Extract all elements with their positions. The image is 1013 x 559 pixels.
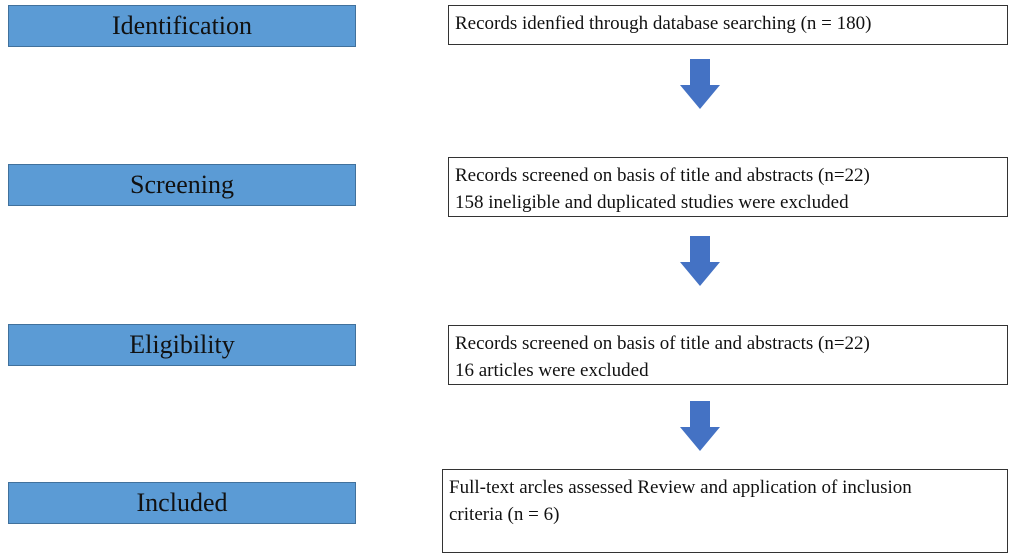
- box-text-line: Records idenfied through database search…: [455, 13, 872, 34]
- box-screening: Records screened on basis of title and a…: [448, 157, 1008, 217]
- stage-eligibility: Eligibility: [8, 324, 356, 366]
- stage-label: Included: [136, 488, 228, 517]
- box-included: Full-text arcles assessed Review and app…: [442, 469, 1008, 553]
- box-text-line: Records screened on basis of title and a…: [455, 165, 870, 186]
- stage-included: Included: [8, 482, 356, 524]
- stage-label: Identification: [111, 11, 253, 40]
- box-text-line: criteria (n = 6): [449, 504, 560, 525]
- down-arrow-icon: [680, 401, 720, 451]
- stage-identification: Identification: [8, 5, 356, 47]
- box-text-line: Records screened on basis of title and a…: [455, 333, 870, 354]
- box-identification: Records idenfied through database search…: [448, 5, 1008, 45]
- stage-label: Screening: [130, 170, 234, 199]
- stage-label: Eligibility: [129, 330, 235, 359]
- down-arrow-icon: [680, 236, 720, 286]
- box-text-line: 16 articles were excluded: [455, 360, 649, 381]
- box-text-line: 158 ineligible and duplicated studies we…: [455, 192, 849, 213]
- stage-screening: Screening: [8, 164, 356, 206]
- down-arrow-icon: [680, 59, 720, 109]
- box-eligibility: Records screened on basis of title and a…: [448, 325, 1008, 385]
- box-text-line: Full-text arcles assessed Review and app…: [449, 477, 912, 498]
